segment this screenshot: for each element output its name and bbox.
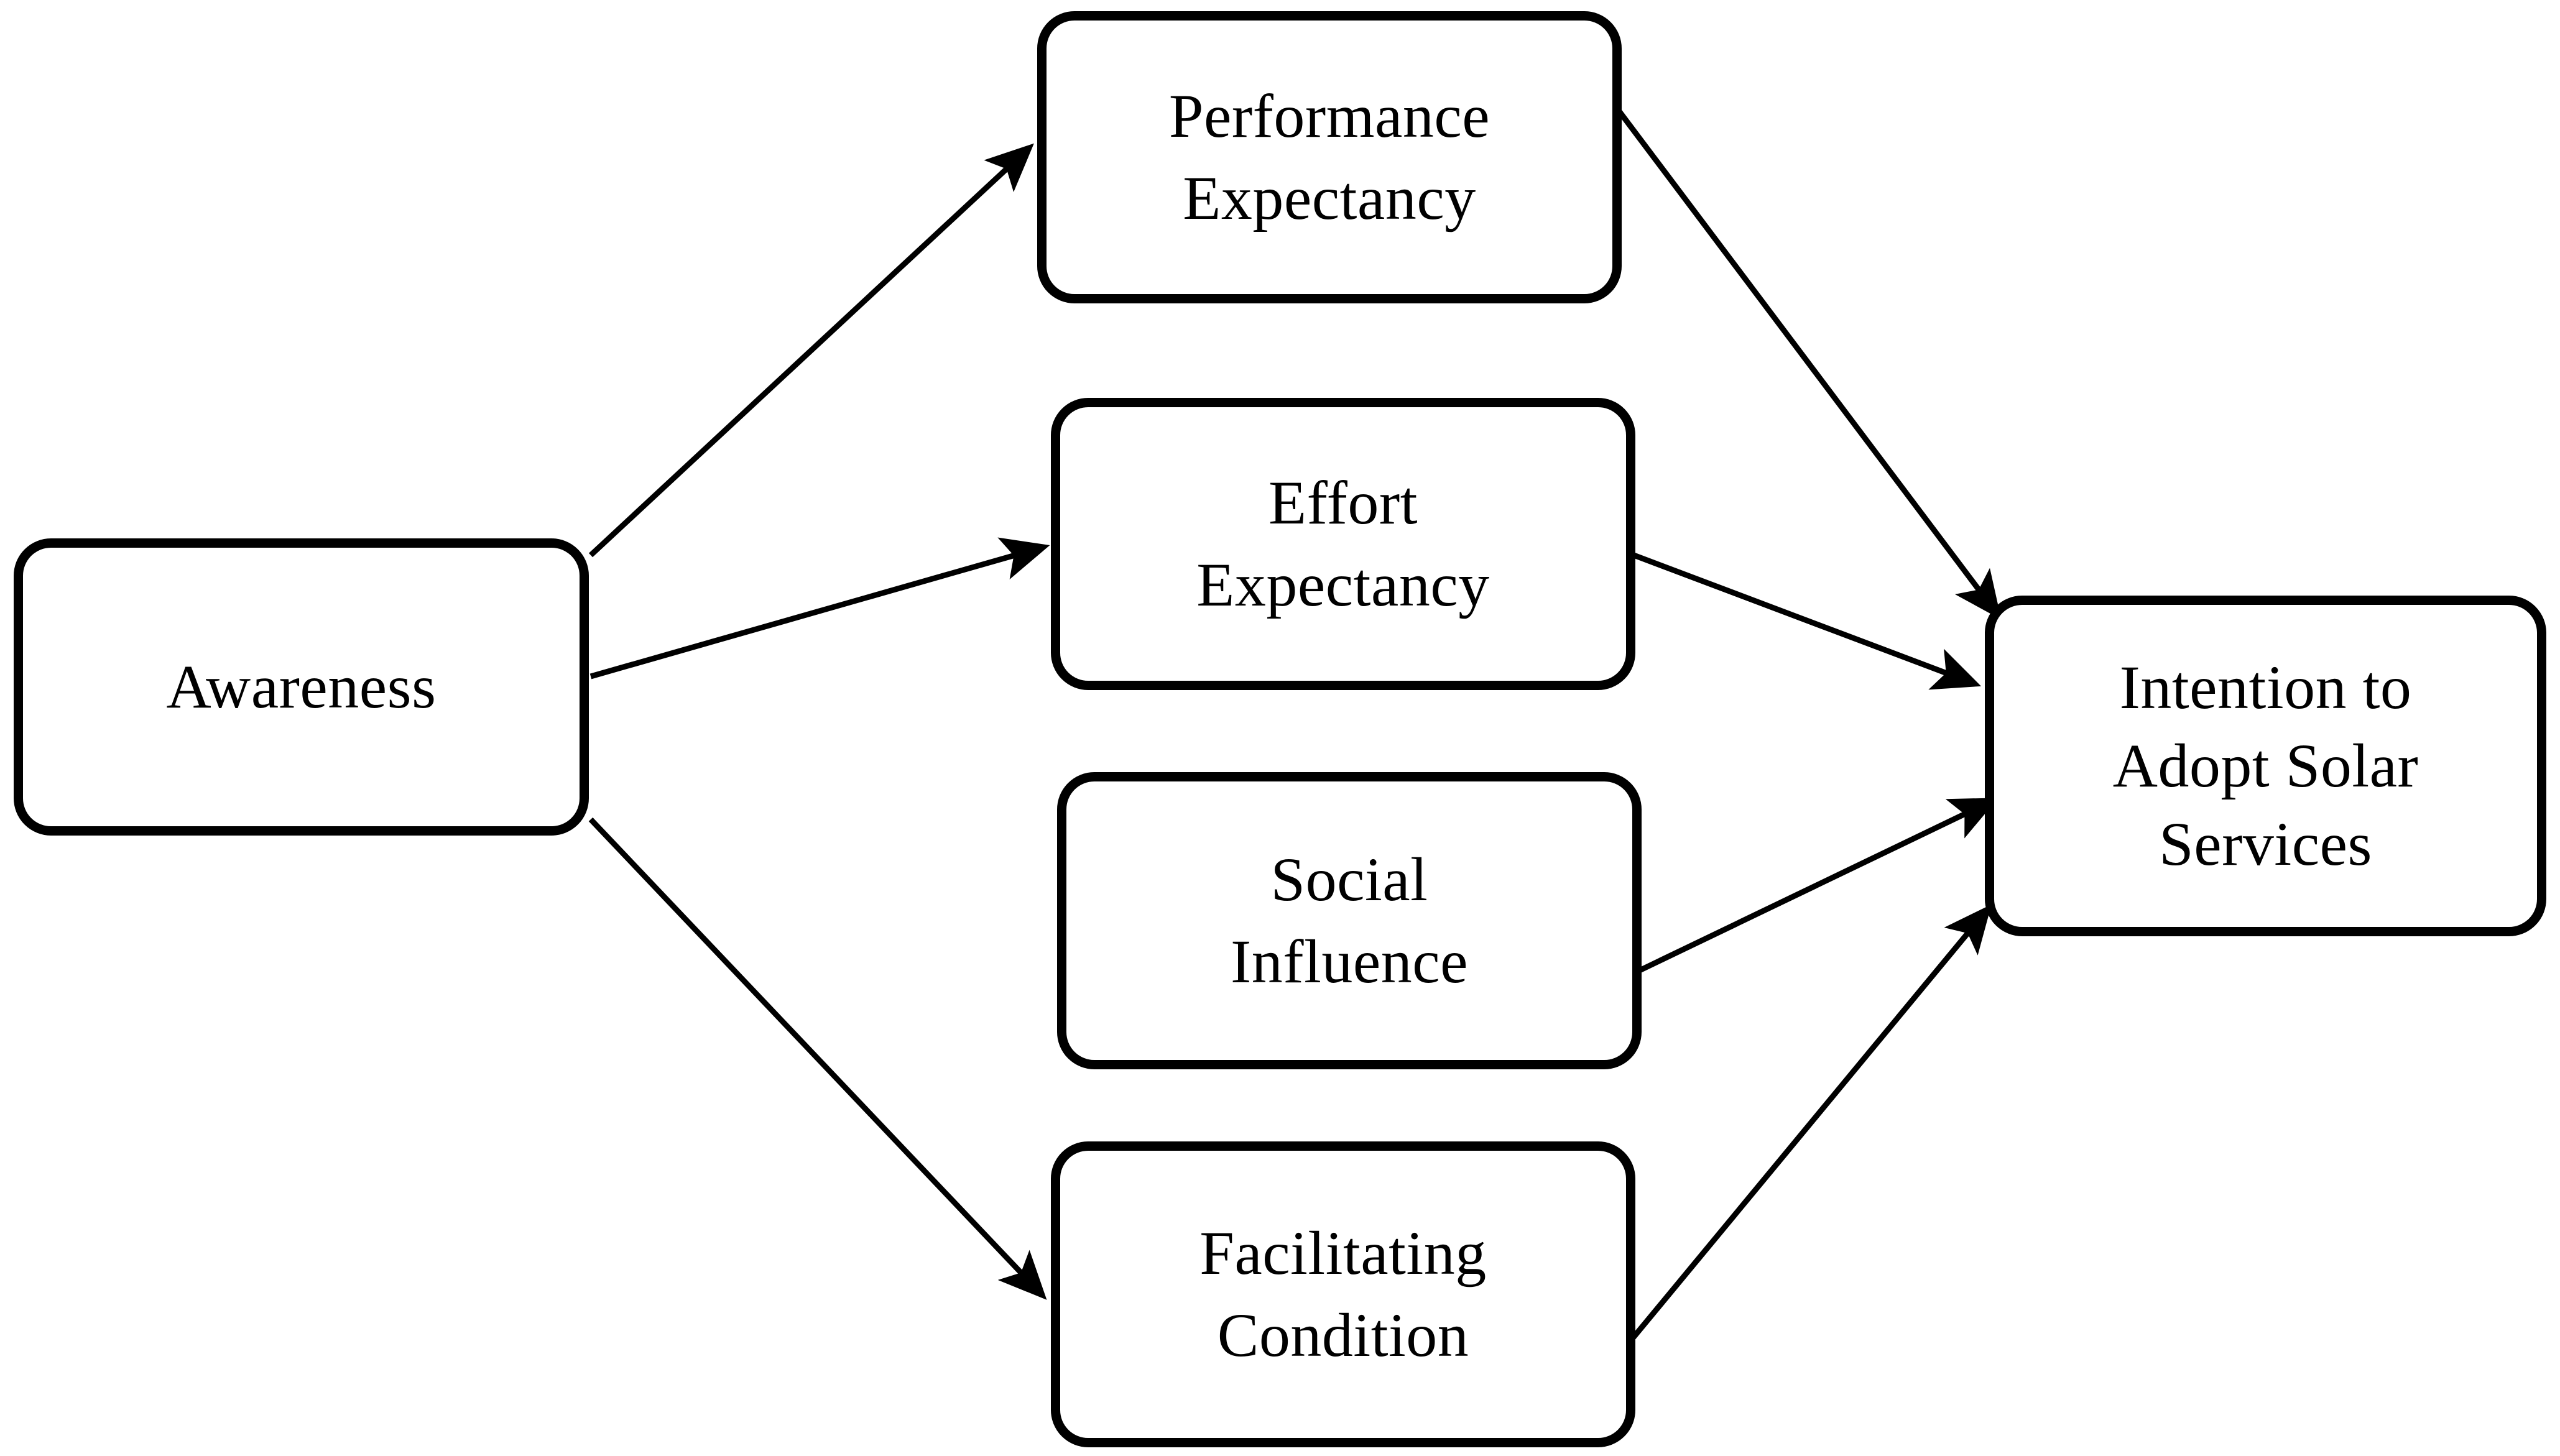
edge-social-influence-to-intention bbox=[1627, 798, 1999, 979]
node-social-influence-label: Social Influence bbox=[1230, 845, 1469, 996]
edge-awareness-to-effort-expectancy bbox=[589, 537, 1050, 680]
node-performance-expectancy-label: Performance Expectancy bbox=[1168, 81, 1490, 233]
edge-facilitating-condition-to-intention bbox=[1619, 904, 1992, 1353]
node-awareness[interactable]: Awareness bbox=[14, 538, 589, 836]
edge-effort-expectancy-to-intention bbox=[1616, 546, 1982, 690]
node-intention-to-adopt-solar-services-label: Intention to Adopt Solar Services bbox=[2112, 653, 2419, 878]
node-intention-to-adopt-solar-services[interactable]: Intention to Adopt Solar Services bbox=[1985, 596, 2546, 936]
node-awareness-label: Awareness bbox=[166, 652, 437, 721]
node-facilitating-condition-label: Facilitating Condition bbox=[1199, 1219, 1487, 1370]
node-facilitating-condition[interactable]: Facilitating Condition bbox=[1051, 1141, 1635, 1447]
node-effort-expectancy[interactable]: Effort Expectancy bbox=[1051, 398, 1635, 690]
edge-performance-expectancy-to-intention bbox=[1609, 99, 2002, 620]
edge-awareness-to-performance-expectancy bbox=[588, 143, 1034, 558]
node-effort-expectancy-label: Effort Expectancy bbox=[1196, 468, 1490, 619]
edge-awareness-to-facilitating-condition bbox=[588, 817, 1047, 1300]
node-performance-expectancy[interactable]: Performance Expectancy bbox=[1037, 11, 1622, 303]
node-social-influence[interactable]: Social Influence bbox=[1057, 772, 1642, 1069]
